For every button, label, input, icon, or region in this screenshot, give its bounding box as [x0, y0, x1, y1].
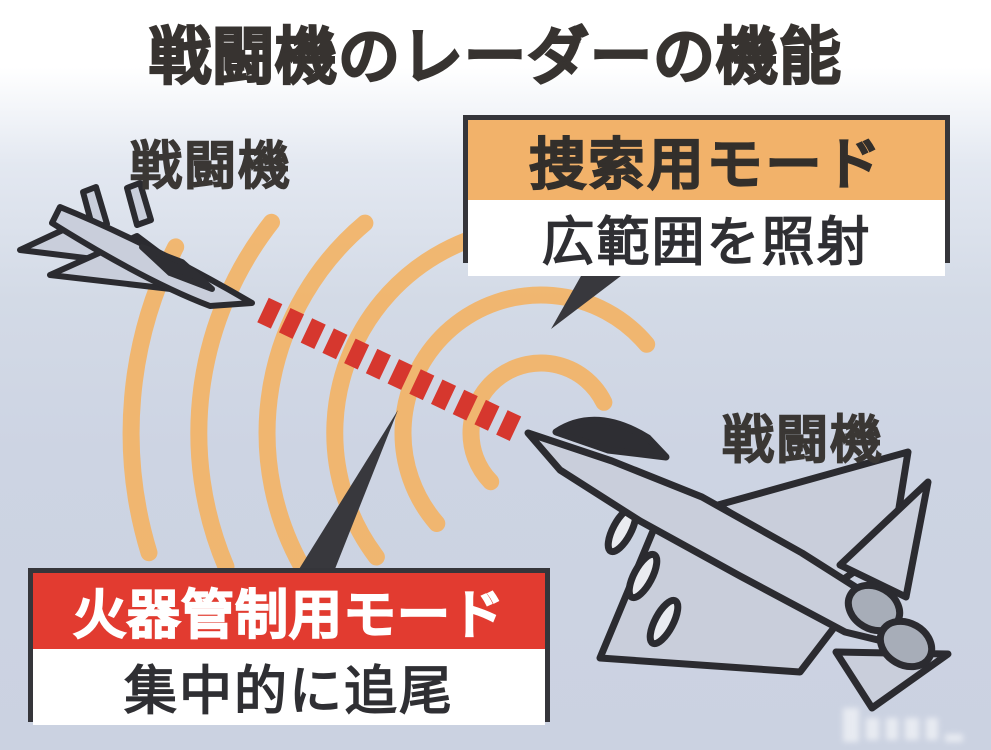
- fire-control-mode-header: 火器管制用モード: [33, 573, 545, 649]
- jet-engine-nozzle: [876, 617, 936, 671]
- watermark-glyph: [905, 718, 919, 740]
- radar-wave-arcs: [122, 213, 659, 583]
- fighter-jet-left-illustration: [17, 180, 255, 309]
- fire-control-mode-description: 集中的に追尾: [33, 649, 545, 725]
- jet-missile: [646, 596, 682, 648]
- radar-arc: [190, 213, 280, 576]
- radar-arc: [462, 354, 613, 491]
- watermark-glyph: [945, 734, 963, 742]
- page-title: 戦闘機のレーダーの機能: [148, 22, 842, 93]
- search-box-leader-line: [551, 260, 642, 329]
- right-fighter-label: 戦闘機: [721, 412, 885, 471]
- watermark-glyph: [866, 718, 879, 740]
- fire-control-mode-callout: 火器管制用モード 集中的に追尾: [28, 568, 550, 725]
- fighter-jet-right-illustration: [524, 416, 952, 712]
- radar-beam-dashes: [257, 297, 522, 442]
- search-mode-header: 捜索用モード: [468, 120, 945, 200]
- jet-vertical-fin: [836, 478, 932, 601]
- watermark-glyph: [843, 708, 859, 742]
- search-mode-description: 広範囲を照射: [468, 200, 945, 276]
- left-fighter-label: 戦闘機: [129, 138, 293, 197]
- jet-canopy: [552, 416, 670, 461]
- jet-tail-fin: [124, 180, 154, 228]
- watermark-glyph: [886, 718, 898, 740]
- radar-arc: [258, 214, 374, 583]
- search-mode-callout: 捜索用モード 広範囲を照射: [463, 115, 950, 276]
- radar-arc: [394, 286, 656, 532]
- fire-box-leader-line: [296, 410, 398, 574]
- jet-canopy: [139, 244, 215, 292]
- watermark: [843, 708, 963, 742]
- radar-arc: [122, 238, 185, 562]
- jet-missile: [625, 550, 661, 602]
- watermark-glyph: [926, 718, 938, 740]
